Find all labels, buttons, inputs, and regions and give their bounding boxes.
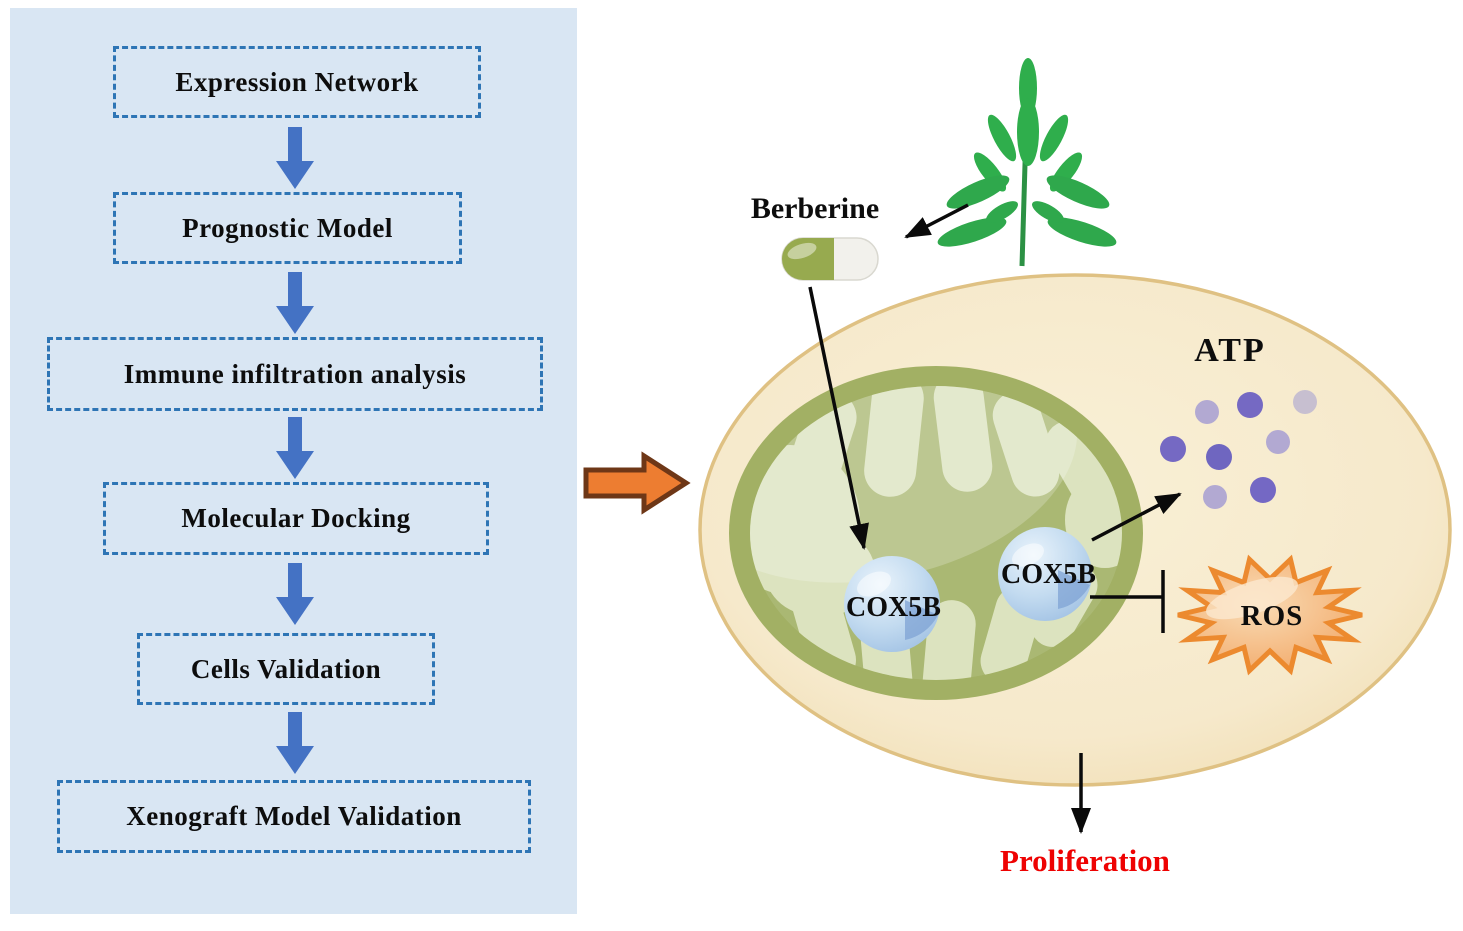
arrow-cox5b-to-atp [1091, 492, 1182, 542]
arrow-head [276, 746, 314, 774]
arrow-head [276, 597, 314, 625]
flow-down-arrow-icon [276, 712, 314, 774]
cox5b-mito-label: COX5B [846, 592, 941, 623]
cox5b-membrane-label: COX5B [1001, 559, 1096, 590]
flow-box-label: Immune infiltration analysis [123, 358, 467, 389]
flow-box-label: Molecular Docking [181, 503, 411, 533]
arrow-head [276, 451, 314, 479]
arrow-shaft [288, 417, 302, 451]
arrow-head [276, 306, 314, 334]
orange-arrow-shape [583, 451, 691, 515]
flow-box-expression-network: Expression Network [113, 46, 481, 118]
flow-down-arrow-icon [276, 127, 314, 189]
proliferation-label: Proliferation [1000, 843, 1170, 878]
flow-box-label: Xenograft Model Validation [126, 801, 462, 831]
flow-box-label: Cells Validation [190, 653, 382, 684]
atp-label: ATP [1194, 332, 1266, 369]
flow-box-label: Prognostic Model [182, 212, 393, 243]
herb-plant-icon [937, 58, 1117, 267]
flow-box-label: Expression Network [175, 66, 419, 97]
flow-down-arrow-icon [276, 272, 314, 334]
flow-box-xenograft-validation: Xenograft Model Validation [57, 780, 531, 853]
arrow-shaft [288, 563, 302, 597]
berberine-label: Berberine [750, 192, 880, 225]
ros-starburst-shape [1177, 554, 1363, 676]
flow-box-cells-validation: Cells Validation [137, 633, 435, 705]
flow-box-immune-infiltration: Immune infiltration analysis [47, 337, 543, 411]
flow-box-prognostic-model: Prognostic Model [113, 192, 462, 264]
flow-down-arrow-icon [276, 417, 314, 479]
flow-box-molecular-docking: Molecular Docking [103, 482, 489, 555]
arrow-shaft [288, 127, 302, 161]
t-bar-inhibition-line [1090, 570, 1165, 633]
arrow-shaft [288, 712, 302, 746]
arrow-head [276, 161, 314, 189]
drug-capsule-icon [781, 237, 879, 281]
arrow-capsule-to-cox5b [808, 286, 869, 550]
atp-dot-cluster [1160, 390, 1317, 509]
arrow-shaft [288, 272, 302, 306]
cox5b-sphere-2 [998, 527, 1092, 621]
flow-down-arrow-icon [276, 563, 314, 625]
cox5b-sphere-1 [844, 556, 940, 652]
ros-label: ROS [1240, 600, 1304, 632]
arrow-plant-to-capsule [904, 203, 969, 239]
orange-transition-arrow-icon [583, 451, 691, 515]
